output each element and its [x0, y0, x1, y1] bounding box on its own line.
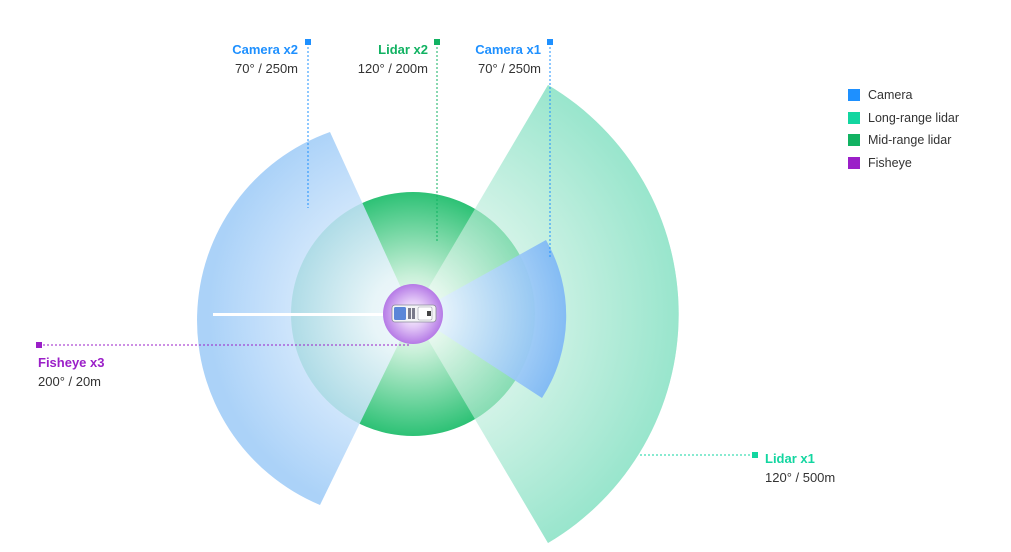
- lidar-long-title: Lidar x1: [765, 451, 815, 466]
- leader-lines: [39, 43, 754, 456]
- camera-rear-callout: Camera x2 70° / 250m: [232, 40, 298, 78]
- legend-swatch-mid-range-lidar: [848, 134, 860, 147]
- rear-center-line: [213, 313, 403, 316]
- camera-front-spec: 70° / 250m: [477, 61, 541, 76]
- legend-swatch-long-range-lidar: [848, 111, 860, 124]
- lidar-mid-spec: 120° / 200m: [357, 61, 428, 76]
- fisheye-callout: Fisheye x3 200° / 20m: [38, 353, 105, 391]
- lidar-long-marker: [752, 452, 758, 458]
- camera-front-title: Camera x1: [475, 42, 541, 57]
- lidar-long-spec: 120° / 500m: [765, 470, 836, 485]
- camera-rear-title: Camera x2: [232, 42, 298, 57]
- camera-rear-marker: [305, 39, 311, 45]
- legend-item-camera: Camera: [848, 84, 959, 107]
- fisheye-spec: 200° / 20m: [38, 374, 102, 389]
- legend-item-mid-range-lidar: Mid-range lidar: [848, 129, 959, 152]
- lidar-mid-marker: [434, 39, 440, 45]
- lidar-mid-callout: Lidar x2 120° / 200m: [358, 40, 428, 78]
- legend-label-mid-range-lidar: Mid-range lidar: [868, 133, 952, 148]
- camera-front-callout: Camera x1 70° / 250m: [475, 40, 541, 78]
- legend-label-long-range-lidar: Long-range lidar: [868, 110, 960, 125]
- lidar-long-callout: Lidar x1 120° / 500m: [765, 449, 835, 487]
- legend-label-camera: Camera: [868, 88, 913, 103]
- legend-item-long-range-lidar: Long-range lidar: [848, 107, 959, 130]
- legend: Camera Long-range lidar Mid-range lidar …: [848, 84, 959, 174]
- fisheye-marker: [36, 342, 42, 348]
- legend-label-fisheye: Fisheye: [868, 155, 912, 170]
- rear-camera-sector: [197, 132, 413, 505]
- front-camera-sector: [413, 240, 567, 398]
- camera-front-marker: [547, 39, 553, 45]
- fisheye-title: Fisheye x3: [38, 355, 105, 370]
- legend-swatch-fisheye: [848, 156, 860, 169]
- legend-item-fisheye: Fisheye: [848, 152, 959, 175]
- vehicle-icon: [391, 304, 437, 323]
- camera-rear-spec: 70° / 250m: [234, 61, 298, 76]
- lidar-mid-title: Lidar x2: [378, 42, 428, 57]
- legend-swatch-camera: [848, 89, 860, 102]
